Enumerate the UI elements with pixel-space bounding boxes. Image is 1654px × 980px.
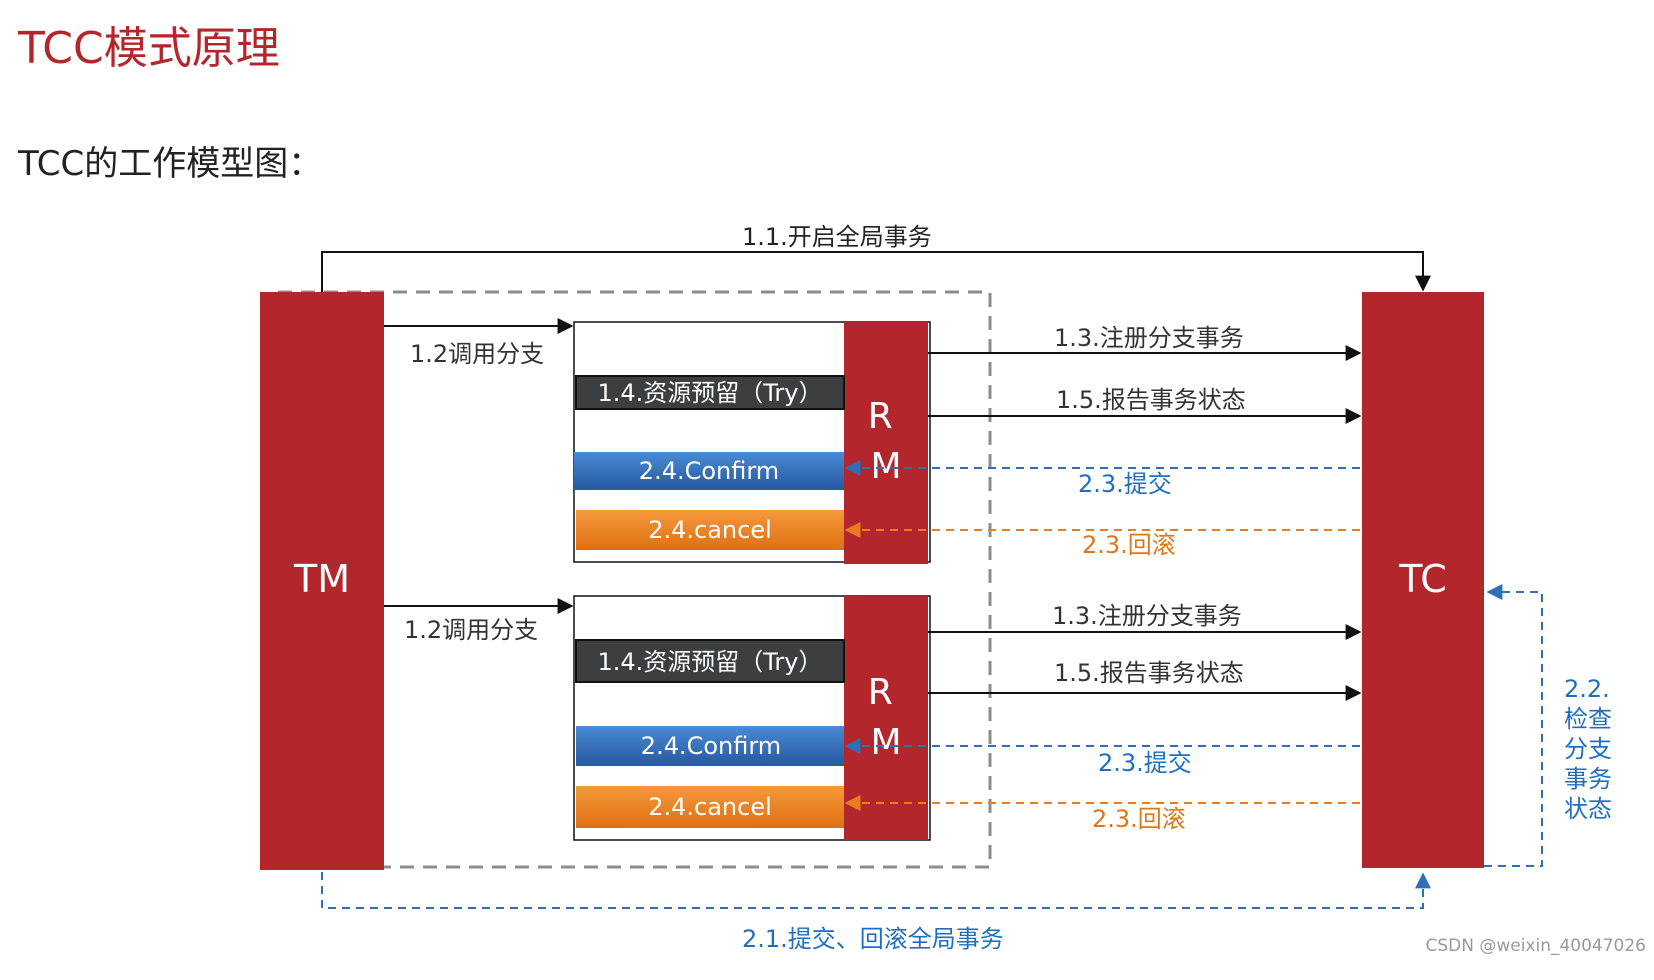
rm-2-node	[844, 596, 928, 840]
commit-rollback-global-label: 2.1.提交、回滚全局事务	[742, 925, 1004, 953]
commit-2-label: 2.3.提交	[1098, 749, 1192, 777]
tm-label: TM	[293, 557, 350, 601]
rm-2-line-1: R	[868, 672, 893, 713]
tc-label: TC	[1398, 557, 1447, 601]
rm-1-line-2: M	[870, 446, 901, 487]
call-branch-2-label: 1.2调用分支	[404, 616, 538, 644]
call-branch-1-label: 1.2调用分支	[410, 340, 544, 368]
confirm-2-box	[576, 726, 844, 766]
check-line-4: 事务	[1564, 765, 1612, 793]
check-branch-status-label: 2.2. 检查 分支 事务 状态	[1564, 675, 1620, 823]
rollback-2-label: 2.3.回滚	[1092, 805, 1186, 833]
try-2-box	[575, 639, 845, 683]
try-2-label: 1.4.资源预留（Try）	[598, 648, 823, 676]
confirm-1-label: 2.4.Confirm	[639, 457, 779, 485]
commit-rollback-global-edge	[321, 872, 1431, 909]
cancel-1-label: 2.4.cancel	[648, 516, 772, 544]
check-branch-status-edge	[1484, 584, 1543, 867]
commit-1-label: 2.3.提交	[1078, 470, 1172, 498]
begin-global-label: 1.1.开启全局事务	[742, 223, 932, 251]
register-2-label: 1.3.注册分支事务	[1052, 602, 1242, 630]
page-title: TCC模式原理	[18, 23, 280, 74]
rm-2-line-2: M	[870, 722, 901, 763]
confirm-2-label: 2.4.Confirm	[641, 732, 781, 760]
try-1-box	[575, 375, 845, 410]
check-line-1: 2.2.	[1564, 675, 1610, 703]
report-2-label: 1.5.报告事务状态	[1054, 659, 1244, 687]
branch-1: R M 1.2调用分支 1.4.资源预留（Try） 2.4.Confirm 2.…	[384, 318, 1362, 564]
confirm-1-box	[574, 452, 844, 490]
check-line-3: 分支	[1564, 735, 1612, 763]
rollback-1-label: 2.3.回滚	[1082, 531, 1176, 559]
rm-1-label: R M	[868, 396, 904, 487]
rm-1-line-1: R	[868, 396, 893, 437]
tc-node	[1362, 292, 1484, 868]
rm-1-node	[844, 322, 928, 564]
branch-2: R M 1.2调用分支 1.4.资源预留（Try） 2.4.Confirm 2.…	[384, 595, 1362, 841]
diagram-subtitle: TCC的工作模型图：	[18, 144, 323, 184]
check-line-5: 状态	[1564, 795, 1612, 823]
rm-2-label: R M	[868, 672, 904, 763]
tm-node	[260, 292, 384, 870]
begin-global-edge	[321, 251, 1431, 292]
register-1-label: 1.3.注册分支事务	[1054, 324, 1244, 352]
csdn-watermark: CSDN @weixin_40047026	[1425, 936, 1646, 956]
cancel-1-box	[576, 510, 844, 550]
check-line-2: 检查	[1564, 705, 1612, 733]
report-1-label: 1.5.报告事务状态	[1056, 386, 1246, 414]
cancel-2-label: 2.4.cancel	[648, 793, 772, 821]
try-1-label: 1.4.资源预留（Try）	[598, 379, 823, 407]
cancel-2-box	[576, 786, 844, 828]
